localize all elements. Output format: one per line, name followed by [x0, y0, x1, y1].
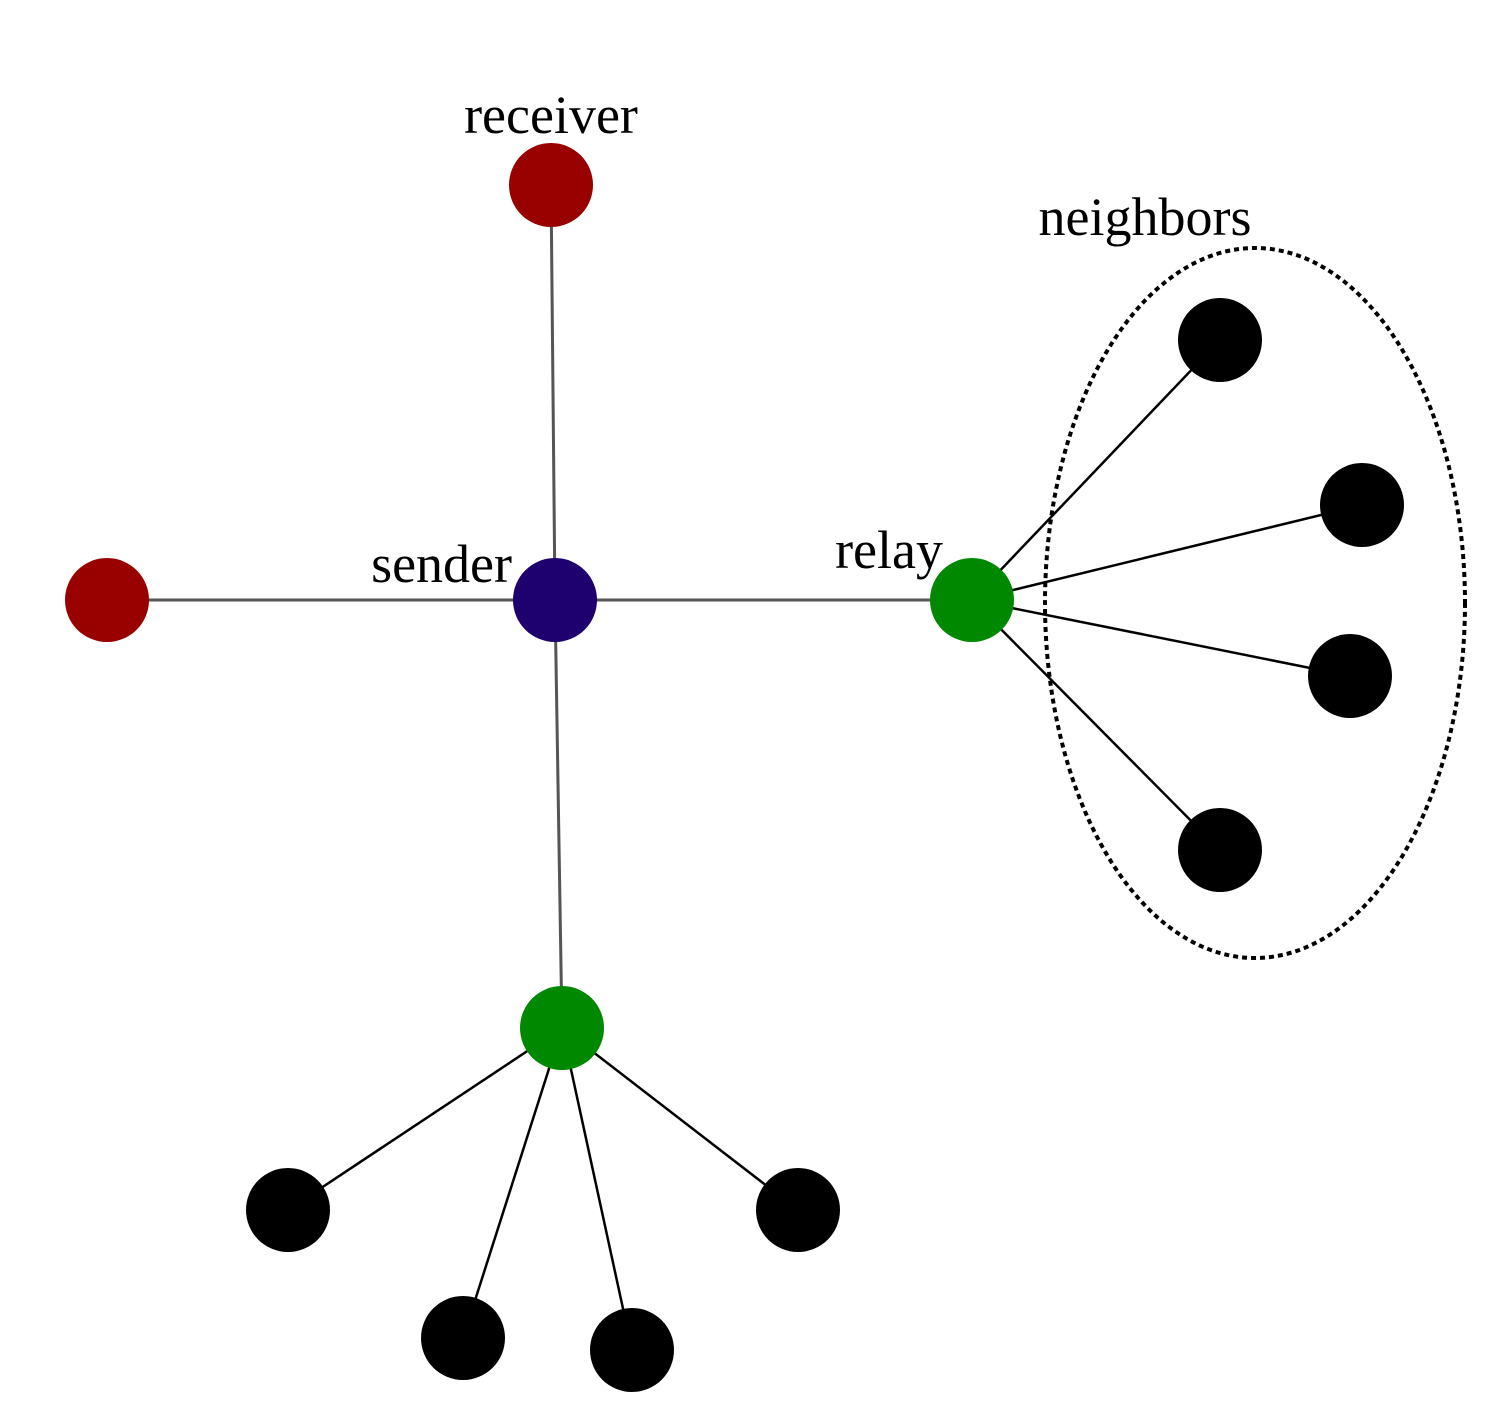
- sender-node: [513, 558, 597, 642]
- neighbor-node-1: [1178, 298, 1262, 382]
- neighbor-node-3: [1308, 634, 1392, 718]
- neighbor-node-4: [1178, 808, 1262, 892]
- leaf-node-2: [421, 1296, 505, 1380]
- edge-bottom-relay-leaf-3: [560, 1027, 634, 1351]
- relay-label: relay: [835, 520, 943, 580]
- edge-bottom-relay-leaf-1: [287, 1026, 563, 1212]
- receiver-label: receiver: [464, 85, 638, 145]
- leaf-node-3: [590, 1308, 674, 1392]
- receiver-node: [509, 143, 593, 227]
- sender-label: sender: [371, 534, 512, 594]
- edge-relay-neighbor-3: [971, 598, 1351, 678]
- edge-relay-neighbor-1: [971, 339, 1221, 601]
- bottom-relay-node: [520, 986, 604, 1070]
- edge-relay-neighbor-2: [971, 503, 1363, 602]
- relay-node: [930, 558, 1014, 642]
- neighbors-group-outline: [1043, 246, 1467, 960]
- edge-bottom-relay-leaf-4: [561, 1027, 799, 1211]
- left-red-node: [65, 558, 149, 642]
- edge-sender-receiver: [549, 184, 557, 601]
- edge-bottom-relay-leaf-2: [461, 1027, 564, 1339]
- edge-relay-neighbor-4: [971, 599, 1221, 851]
- neighbors-label: neighbors: [1039, 187, 1252, 247]
- leaf-node-1: [246, 1168, 330, 1252]
- edge-sender-bottom-relay: [553, 599, 564, 1029]
- neighbor-node-2: [1320, 463, 1404, 547]
- leaf-node-4: [756, 1168, 840, 1252]
